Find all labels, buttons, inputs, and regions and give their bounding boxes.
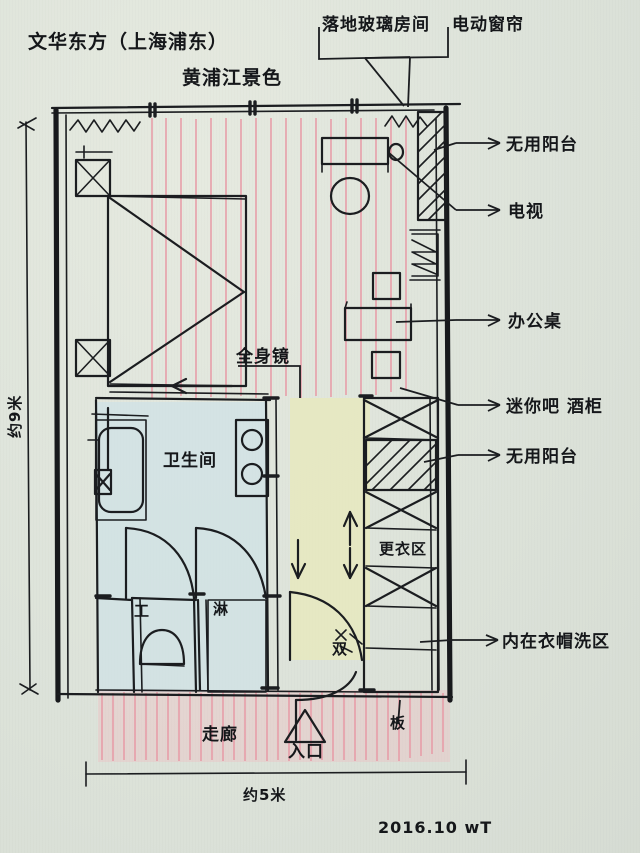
label-mirror: 全身镜: [235, 346, 290, 367]
label-double-door: 双: [332, 640, 348, 658]
window-mullions: [148, 98, 359, 118]
leader-tv: [387, 151, 501, 217]
curtain-zigzag-left: [69, 119, 141, 133]
callout-electric-curtain: 电动窗帘: [452, 14, 524, 35]
label-corridor: 走廊: [202, 724, 238, 745]
callout-tv: 电视: [508, 201, 544, 222]
arrow-down-corridor: [290, 538, 307, 580]
desk-chair-lower: [370, 350, 402, 380]
callout-unused-balcony-mid: 无用阳台: [505, 446, 578, 467]
vanity-double-sink: [234, 418, 270, 498]
arrow-down-changing: [342, 546, 359, 580]
callout-inner-wardrobe-wash: 内在衣帽洗区: [502, 631, 610, 652]
callout-minibar: 迷你吧 酒柜: [505, 396, 603, 417]
dimension-left: [17, 117, 39, 695]
dimension-bottom: [85, 759, 467, 787]
leader-minibar: [399, 387, 501, 412]
label-changing-area: 更衣区: [379, 540, 427, 558]
structural-column-top: [416, 110, 448, 222]
shower-partition: [196, 598, 267, 693]
toilet: [138, 628, 186, 667]
changing-corridor-wash: [290, 398, 370, 660]
callout-desk: 办公桌: [508, 311, 562, 332]
wardrobe-column: [362, 396, 440, 694]
arrow-up-changing: [342, 510, 359, 547]
sheet-title-line2: 黄浦江景色: [182, 66, 282, 89]
label-bathroom: 卫生间: [163, 450, 217, 471]
corridor-hatch: [101, 692, 444, 761]
callout-unused-balcony-top: 无用阳台: [505, 134, 578, 155]
door-swing-changing: [288, 590, 364, 662]
door-swing-bottom-right: [294, 670, 358, 742]
door-swing-bathroom-right: [194, 526, 268, 600]
callout-floor-glass: 落地玻璃房间: [322, 14, 430, 35]
label-shower: 淋: [213, 600, 229, 618]
minibar-cabinet: [409, 229, 441, 281]
date-signature: 2016.10 wT: [378, 818, 492, 837]
desk-chair-upper: [371, 271, 402, 301]
leader-unused-balcony-mid: [423, 449, 501, 463]
door-jambs: [94, 394, 376, 692]
tv-console: [320, 136, 390, 173]
dimension-bottom-text: 约5米: [243, 786, 286, 804]
desk: [343, 301, 413, 342]
dimension-left-text: 约9米: [6, 395, 24, 438]
leader-board: [397, 699, 401, 725]
leader-desk: [395, 314, 501, 327]
label-entrance: 入口: [288, 742, 324, 762]
leader-mirror: [238, 365, 301, 398]
hatch-marks-changing: [335, 629, 363, 653]
round-table: [329, 176, 371, 216]
leader-electric-curtain: [364, 27, 449, 107]
arrow-left-main: [170, 377, 234, 395]
label-toilet: 工: [134, 602, 150, 620]
curtain-zigzag-right: [384, 115, 428, 128]
nightstand-lower: [74, 338, 112, 378]
nightstand-upper: [74, 145, 113, 198]
door-swing-bathroom-left: [124, 526, 196, 600]
sheet-title-line1: 文华东方（上海浦东）: [28, 30, 228, 53]
bathroom-walls: [94, 391, 279, 694]
entrance-triangle: [283, 708, 327, 744]
door-swing-entry: [93, 406, 113, 496]
leader-floor-glass: [318, 27, 411, 108]
label-board: 板: [390, 714, 406, 732]
leader-unused-balcony-top: [433, 137, 501, 151]
leader-inner-wardrobe-wash: [419, 634, 499, 647]
